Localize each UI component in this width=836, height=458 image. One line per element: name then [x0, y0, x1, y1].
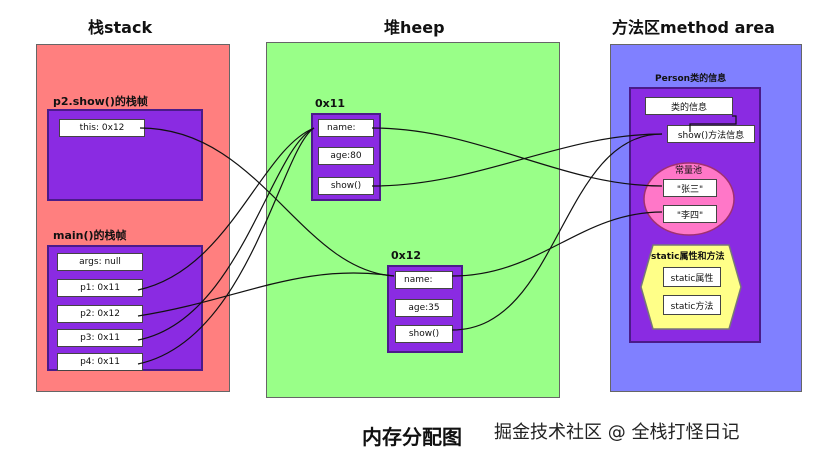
method-area-region: Person类的信息 类的信息 show()方法信息 常量池 "张三" "李四"…: [610, 44, 802, 392]
p1-slot: p1: 0x11: [57, 279, 143, 297]
p2-show-frame-label: p2.show()的栈帧: [53, 95, 148, 108]
method-area-title: 方法区method area: [612, 18, 775, 37]
p4-slot: p4: 0x11: [57, 353, 143, 371]
p2-slot: p2: 0x12: [57, 305, 143, 323]
main-frame-label: main()的栈帧: [53, 229, 127, 242]
heap-object-0x12: name: age:35 show(): [387, 265, 463, 353]
heap-region: 0x11 name: age:80 show() 0x12 name: age:…: [266, 42, 560, 398]
heap-object-0x11: name: age:80 show(): [311, 113, 381, 201]
obj2-name-field: name:: [395, 271, 453, 289]
obj1-age-field: age:80: [318, 147, 374, 165]
diagram-caption: 内存分配图: [362, 425, 462, 449]
static-method-cell: static方法: [663, 295, 721, 315]
args-slot: args: null: [57, 253, 143, 271]
class-info-cell: 类的信息: [645, 97, 733, 115]
obj1-address: 0x11: [315, 97, 346, 110]
watermark-text: 掘金技术社区 @ 全栈打怪日记: [494, 422, 740, 443]
p2-show-frame: this: 0x12: [47, 109, 203, 201]
obj1-name-field: name:: [318, 119, 374, 137]
const-lisi: "李四": [663, 205, 717, 223]
main-frame: args: null p1: 0x11 p2: 0x12 p3: 0x11 p4…: [47, 245, 203, 371]
obj2-show-field: show(): [395, 325, 453, 343]
heap-title: 堆heep: [384, 18, 445, 37]
static-box-label: static属性和方法: [651, 252, 725, 262]
stack-title: 栈stack: [88, 18, 153, 37]
stack-region: p2.show()的栈帧 this: 0x12 main()的栈帧 args: …: [36, 44, 230, 392]
this-slot: this: 0x12: [59, 119, 145, 137]
person-class-info-label: Person类的信息: [655, 74, 727, 84]
obj1-show-field: show(): [318, 177, 374, 195]
const-zhangsan: "张三": [663, 179, 717, 197]
obj2-age-field: age:35: [395, 299, 453, 317]
obj2-address: 0x12: [391, 249, 422, 262]
p3-slot: p3: 0x11: [57, 329, 143, 347]
const-pool-label: 常量池: [675, 166, 703, 176]
show-method-info-cell: show()方法信息: [667, 125, 755, 143]
static-property-cell: static属性: [663, 267, 721, 287]
